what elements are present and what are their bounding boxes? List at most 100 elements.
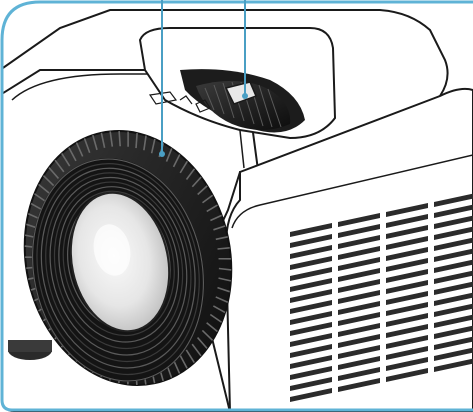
vent-slat <box>434 193 473 207</box>
vent-slat <box>290 300 332 314</box>
vent-slat <box>290 245 332 259</box>
vent-slat <box>434 226 473 240</box>
vent-slat <box>386 324 428 338</box>
vent-slat <box>386 335 428 349</box>
vent-slat <box>290 234 332 248</box>
focus-ring-ridge <box>48 167 60 179</box>
focus-ring-ridge <box>210 214 222 222</box>
vent-slat <box>338 235 380 249</box>
focus-ring-ridge <box>197 185 208 196</box>
vent-slat <box>386 280 428 294</box>
callout-dot-focus <box>159 151 165 157</box>
vent-slat <box>338 323 380 337</box>
vent-slat <box>338 345 380 359</box>
vent-slat <box>290 267 332 281</box>
vent-slat <box>434 237 473 251</box>
focus-ring-ridge <box>209 313 222 323</box>
vent-slat <box>338 279 380 293</box>
focus-ring-ridge <box>206 322 218 333</box>
callout-dot-zoom <box>242 93 248 99</box>
focus-ring-ridge <box>92 134 98 151</box>
focus-ring-ridge <box>196 337 208 349</box>
vent-slat <box>290 223 332 237</box>
vent-slat <box>434 347 473 361</box>
vent-slat <box>290 311 332 325</box>
vent-slat <box>290 377 332 391</box>
vent-slat <box>434 358 473 372</box>
lens-barrel-ring <box>31 158 205 382</box>
vent-slat <box>290 388 332 402</box>
focus-ring-ridge <box>150 138 156 154</box>
focus-ring-ridge <box>172 154 181 168</box>
focus-ring-ridge <box>61 153 71 167</box>
vent-slat <box>434 325 473 339</box>
focus-ring-ridge <box>191 343 202 357</box>
focus-ring-ridge <box>38 183 50 194</box>
vent-slat <box>338 224 380 238</box>
vent-slat <box>386 269 428 283</box>
focus-ring-ridge <box>68 147 77 162</box>
vent-slat <box>290 256 332 270</box>
focus-ring-ridge <box>30 202 44 211</box>
vent-slat <box>338 213 380 227</box>
lens-barrel-ring <box>40 167 196 369</box>
vent-slat <box>386 302 428 316</box>
lens-barrel-ring <box>36 163 200 376</box>
vent-slat <box>290 278 332 292</box>
lens-marking-icon <box>148 91 211 113</box>
vent-slat <box>434 215 473 229</box>
lens-barrel-ring <box>53 181 184 350</box>
zoom-lever <box>224 81 258 105</box>
vent-slat <box>386 258 428 272</box>
vent-slat <box>386 346 428 360</box>
vent-slat <box>290 322 332 336</box>
focus-ring-ridge <box>109 131 114 147</box>
focus-ring-ridge <box>179 160 189 174</box>
focus-ring-ridge <box>191 176 202 188</box>
vent-slat <box>338 257 380 271</box>
focus-ring-ridge <box>179 354 188 369</box>
vent-slat <box>290 355 332 369</box>
vent-slat <box>338 246 380 260</box>
focus-ring-ridge <box>185 349 195 363</box>
vent-slat <box>386 291 428 305</box>
vent-slat <box>434 292 473 306</box>
vent-slat <box>386 247 428 261</box>
focus-ring-ridge <box>202 194 214 204</box>
focus-ring-ridge <box>212 305 226 314</box>
lens-barrel-rings <box>31 158 205 382</box>
vent-slat <box>386 203 428 217</box>
vent-slat <box>434 259 473 273</box>
vent-slat <box>338 378 380 392</box>
vent-slat <box>434 270 473 284</box>
vent-slat <box>386 313 428 327</box>
vent-slat <box>386 225 428 239</box>
focus-ring-ridge <box>201 329 214 341</box>
focus-ring-ridge <box>215 296 229 303</box>
focus-ring-ridge <box>185 168 196 180</box>
focus-ring-ridge <box>42 175 55 187</box>
focus-ring-ridge <box>218 277 232 282</box>
focus-ring-ridge <box>143 135 147 151</box>
focus-ring-ridge <box>215 236 228 241</box>
vent-slat <box>434 336 473 350</box>
vent-slat <box>338 334 380 348</box>
focus-ring-ridge <box>118 130 121 147</box>
vent-slat <box>434 303 473 317</box>
lens-barrel-ring <box>62 190 175 337</box>
focus-ring-ridge <box>100 132 106 148</box>
vent-slat <box>290 344 332 358</box>
focus-ring-ridge <box>135 133 138 149</box>
panel-seam <box>231 154 473 229</box>
vent-slat <box>338 268 380 282</box>
vent-slat <box>434 281 473 295</box>
vent-slat <box>338 312 380 326</box>
vent-grille <box>290 193 473 402</box>
focus-ring-ridge <box>165 148 173 162</box>
vent-slat <box>338 367 380 381</box>
vent-slat <box>290 366 332 380</box>
vent-slat <box>290 289 332 303</box>
focus-ring-ridge <box>83 138 91 154</box>
focus-ring-ridge <box>218 267 232 271</box>
